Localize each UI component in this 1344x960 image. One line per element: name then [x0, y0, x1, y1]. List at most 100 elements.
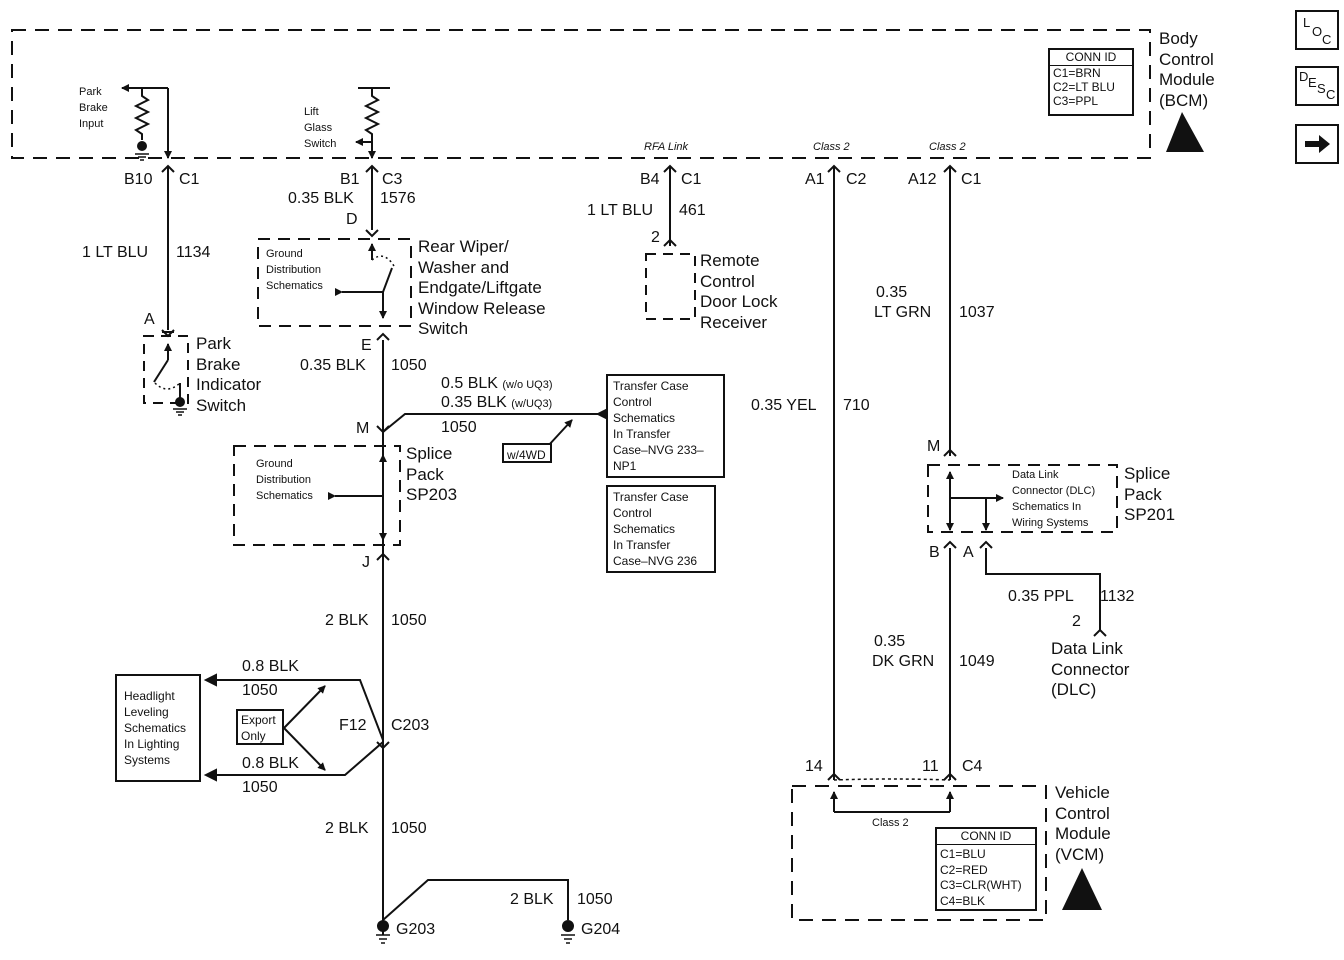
- loc-letter: O: [1312, 24, 1323, 39]
- right-arrow-icon: [1305, 135, 1330, 153]
- class2-label: Class 2: [813, 141, 850, 153]
- circuit-number: 461: [679, 202, 706, 219]
- wire-color-label: 0.8 BLK: [242, 658, 299, 675]
- loc-letter: L: [1303, 15, 1311, 30]
- circuit-number: 1050: [242, 682, 278, 699]
- connector-label: C3: [382, 171, 403, 188]
- conn-id-row: C1=BLU: [940, 847, 986, 861]
- sp201-boundary: [927, 464, 1118, 533]
- wire-color-label: DK GRN: [872, 653, 935, 670]
- wire-color-label: 1 LT BLU: [587, 202, 654, 219]
- wire-color-label: 0.35 BLK: [288, 190, 354, 207]
- rear-wiper-switch-boundary: [257, 238, 412, 327]
- circuit-number: 1050: [577, 891, 613, 908]
- pin-label: A: [963, 544, 974, 561]
- conn-id-row: C4=BLK: [940, 893, 986, 908]
- vcm-boundary: [791, 785, 1047, 921]
- wire-gauge-label: 0.35: [876, 284, 908, 301]
- esd-icon-vcm: [1062, 868, 1102, 910]
- conn-id-header: CONN ID: [1050, 50, 1132, 66]
- pin-label: A: [144, 311, 155, 328]
- class2-label: Class 2: [872, 817, 909, 829]
- conn-id-row: C2=RED: [940, 862, 988, 877]
- wire-color-label: 0.8 BLK: [242, 755, 299, 772]
- wire-color-label: 2 BLK: [325, 820, 369, 837]
- desc-letter: E: [1308, 75, 1317, 90]
- loc-letter: C: [1322, 32, 1332, 47]
- pin-label: J: [362, 554, 370, 571]
- pin-label: 14: [805, 758, 823, 775]
- desc-button[interactable]: D E S C: [1295, 66, 1339, 106]
- connector-label: C203: [391, 717, 430, 734]
- desc-letter: D: [1299, 69, 1309, 84]
- connector-label: C4: [962, 758, 983, 775]
- desc-letter: C: [1326, 87, 1336, 102]
- wire-color-label: 0.35 PPL: [1008, 588, 1074, 605]
- remote-receiver-boundary: [645, 253, 696, 320]
- loc-button[interactable]: L O C: [1295, 10, 1339, 50]
- wire-color-label: 0.5 BLK (w/o UQ3): [441, 375, 553, 392]
- vcm-conn-id-table: CONN ID C1=BLU C2=RED C3=CLR(WHT) C4=BLK: [935, 827, 1037, 911]
- conn-id-header: CONN ID: [937, 829, 1035, 845]
- wire-gauge-label: 0.35: [874, 633, 906, 650]
- sp203-boundary: [233, 445, 401, 546]
- wire-color-label: 0.35 BLK (w/UQ3): [441, 394, 553, 411]
- conn-id-row: C2=LT BLU: [1053, 80, 1115, 94]
- conn-id-row: C3=PPL: [1053, 94, 1099, 108]
- wire-color-label: LT GRN: [874, 304, 932, 321]
- circuit-number: 1050: [391, 612, 427, 629]
- pin-label: M: [927, 438, 941, 455]
- wire-color-label: 2 BLK: [510, 891, 554, 908]
- ground-label: G203: [396, 921, 436, 938]
- circuit-number: 1050: [391, 357, 427, 374]
- wire-color-label: 2 BLK: [325, 612, 369, 629]
- class2-label: Class 2: [929, 141, 966, 153]
- pin-label: B4: [640, 171, 660, 188]
- pin-label: B1: [340, 171, 360, 188]
- pin-label: A12: [908, 171, 937, 188]
- circuit-number: 1050: [242, 779, 278, 796]
- connector-label: C1: [681, 171, 702, 188]
- pin-label: M: [356, 420, 370, 437]
- rfa-link-label: RFA Link: [644, 141, 689, 153]
- pin-label: 11: [922, 758, 939, 775]
- pin-label: E: [361, 337, 372, 354]
- pin-label: 2: [1072, 613, 1081, 630]
- wire-color-label: 0.35 YEL: [751, 397, 817, 414]
- next-button[interactable]: [1295, 124, 1339, 164]
- circuit-number: 1050: [391, 820, 427, 837]
- wire-color-label: 1 LT BLU: [82, 244, 149, 261]
- pin-label: F12: [339, 717, 367, 734]
- pin-label: 2: [651, 229, 660, 246]
- circuit-number: 1037: [959, 304, 995, 321]
- connector-label: C1: [179, 171, 200, 188]
- pin-label: A1: [805, 171, 825, 188]
- circuit-number: 710: [843, 397, 870, 414]
- park-brake-switch-boundary: [143, 335, 189, 404]
- circuit-number: 1050: [441, 419, 477, 436]
- conn-id-row: C1=BRN: [1053, 66, 1101, 80]
- circuit-number: 1132: [1100, 588, 1135, 605]
- circuit-number: 1134: [176, 244, 211, 261]
- circuit-number: 1576: [380, 190, 416, 207]
- wire-color-label: 0.35 BLK: [300, 357, 366, 374]
- option-badge-4wd: w/4WD: [502, 443, 552, 463]
- pin-label: D: [346, 211, 358, 228]
